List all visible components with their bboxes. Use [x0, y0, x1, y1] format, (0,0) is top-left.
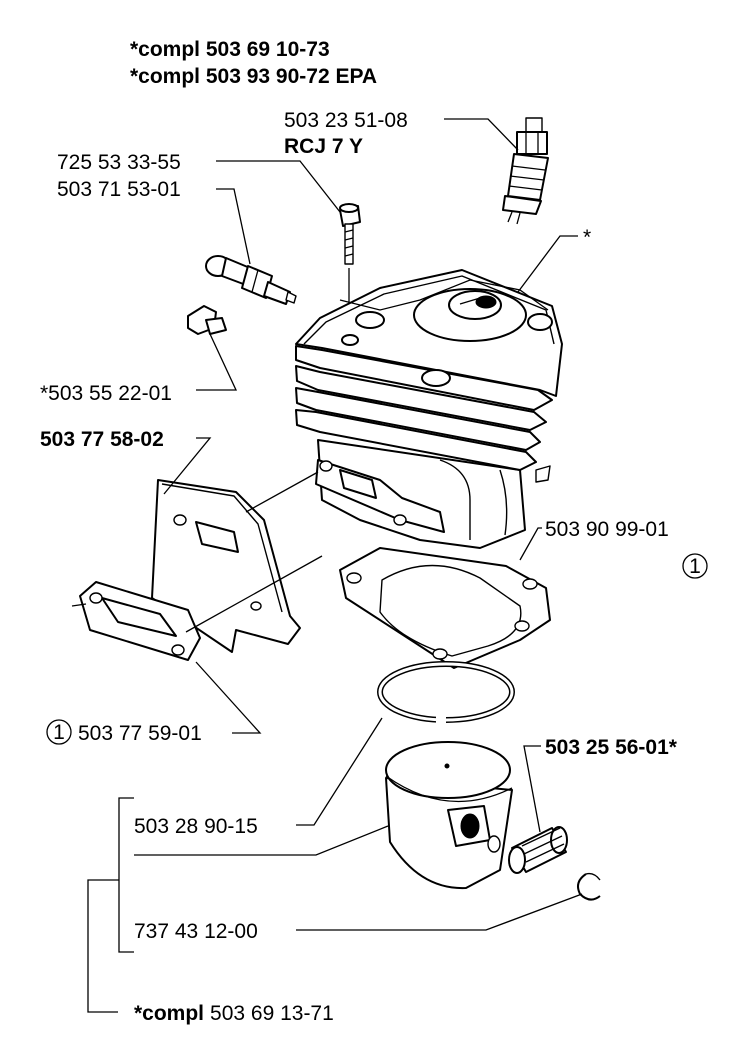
header-line-2: *compl 503 93 90-72 EPA — [130, 65, 377, 88]
callout-exhaust-gasket-number: 503 77 59-01 — [78, 722, 202, 745]
callout-circlip-number: 737 43 12-00 — [134, 920, 258, 943]
leader-heat-shield-to-cylinder — [245, 471, 319, 513]
callout-piston-ring-number: 503 28 90-15 — [134, 815, 258, 838]
leader-exhaust-gasket — [195, 661, 262, 734]
callout-heat-shield-number: 503 77 58-02 — [40, 428, 164, 451]
spark-plug-drawing — [502, 117, 549, 225]
callout-base-gasket-number: 503 90 99-01 — [545, 518, 669, 541]
callout-exhaust-gasket-ref: 1 — [53, 721, 65, 744]
callout-plug-number: *503 55 22-01 — [40, 382, 172, 405]
base-gasket-drawing — [339, 547, 551, 669]
leader-exhaust-gasket-left — [71, 603, 87, 607]
leader-decomp-valve — [216, 188, 251, 265]
leader-needle-bearing — [523, 745, 541, 833]
piston-kit-bracket — [118, 797, 134, 953]
leader-screw — [216, 160, 341, 213]
exhaust-gasket-drawing — [79, 581, 201, 661]
callout-needle-bearing-number: 503 25 56-01* — [545, 736, 678, 759]
callout-piston-kit: *compl 503 69 13-71 — [134, 1002, 334, 1025]
leader-piston-ring — [296, 717, 383, 826]
leader-base-gasket — [519, 527, 542, 561]
callout-base-gasket-ref: 1 — [689, 555, 701, 578]
piston-drawing — [385, 741, 513, 890]
base-gasket-ref-circle: 1 — [682, 553, 708, 579]
callout-cylinder-marker: * — [583, 226, 591, 249]
leader-exhaust-gasket-to-cylinder — [185, 555, 323, 633]
cylinder-screw-drawing — [339, 203, 361, 335]
callout-screw-number: 725 53 33-55 — [57, 151, 181, 174]
callout-decomp-valve-number: 503 71 53-01 — [57, 178, 181, 201]
header-line-1: *compl 503 69 10-73 — [130, 38, 330, 61]
circlip-drawing — [577, 872, 601, 901]
leader-plug — [196, 333, 238, 391]
plug-drawing — [187, 305, 227, 335]
needle-bearing-drawing — [508, 826, 568, 874]
cylinder-drawing — [295, 269, 563, 549]
exhaust-gasket-ref-circle: 1 — [46, 719, 72, 745]
decompression-valve-drawing — [205, 255, 297, 305]
piston-ring-drawing — [377, 661, 515, 724]
heat-shield-drawing — [151, 479, 301, 653]
leader-piston — [134, 825, 389, 856]
leader-circlip — [296, 893, 583, 931]
callout-spark-plug-number: 503 23 51-08 — [284, 109, 408, 132]
leader-heat-shield — [163, 437, 212, 495]
piston-kit-prefix: *compl — [134, 1002, 204, 1025]
callout-spark-plug-type: RCJ 7 Y — [284, 135, 363, 158]
piston-kit-number: 503 69 13-71 — [210, 1002, 334, 1025]
piston-kit-bracket-outer — [87, 879, 119, 1013]
leader-spark-plug — [444, 118, 519, 151]
leader-cylinder — [517, 235, 578, 293]
